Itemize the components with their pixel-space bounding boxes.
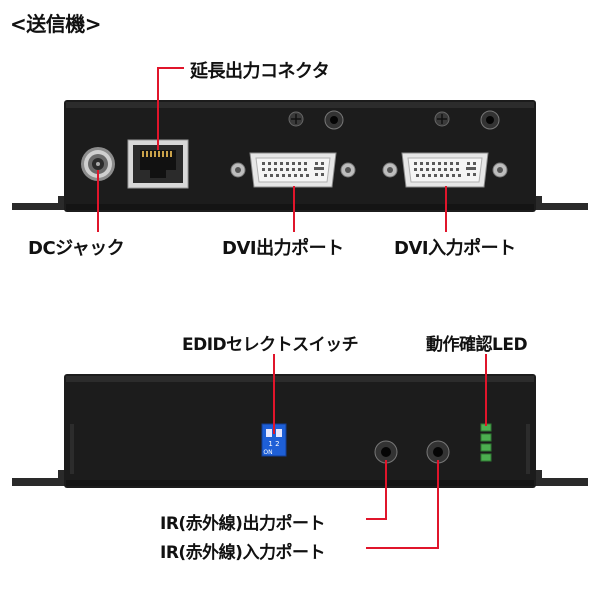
audio-jack — [480, 110, 500, 130]
label-dvi-output: DVI出力ポート — [222, 238, 344, 259]
led-indicator — [480, 453, 492, 462]
dip-numbers: 1 2 — [268, 440, 279, 448]
screw-icon — [434, 111, 450, 127]
label-edid-switch: EDIDセレクトスイッチ — [182, 335, 359, 355]
audio-jack — [324, 110, 344, 130]
left-flange-bottom — [12, 470, 66, 486]
label-status-led: 動作確認LED — [426, 335, 528, 355]
dip-on-label: ON — [263, 449, 272, 456]
label-ir-output: IR(赤外線)出力ポート — [160, 514, 325, 534]
edid-dip-switch: 1 2 ON — [261, 423, 287, 457]
dvi-input-port — [382, 152, 508, 188]
bottom-chassis — [64, 374, 536, 488]
ir-input-jack — [426, 440, 450, 464]
label-ir-input: IR(赤外線)入力ポート — [160, 543, 325, 563]
pointer-ir-out — [366, 460, 387, 520]
right-flange-bottom — [534, 470, 588, 486]
pointer-ir-in — [366, 460, 439, 549]
pointer-lan — [157, 67, 184, 150]
label-dvi-input: DVI入力ポート — [394, 238, 516, 259]
pointer-lines — [97, 67, 487, 549]
screw-icon — [288, 111, 304, 127]
right-flange-top — [534, 196, 588, 210]
led-indicator — [480, 443, 492, 452]
dvi-output-port — [230, 152, 356, 188]
status-led-group — [480, 423, 492, 462]
label-lan-connector: 延長出力コネクタ — [190, 61, 330, 82]
label-dc-jack: DCジャック — [28, 238, 125, 259]
dc-jack — [81, 147, 115, 181]
page-title: <送信機> — [10, 12, 102, 36]
bottom-device: 1 2 ON — [12, 374, 588, 488]
led-indicator — [480, 433, 492, 442]
left-flange-top — [12, 196, 66, 210]
ir-output-jack — [374, 440, 398, 464]
